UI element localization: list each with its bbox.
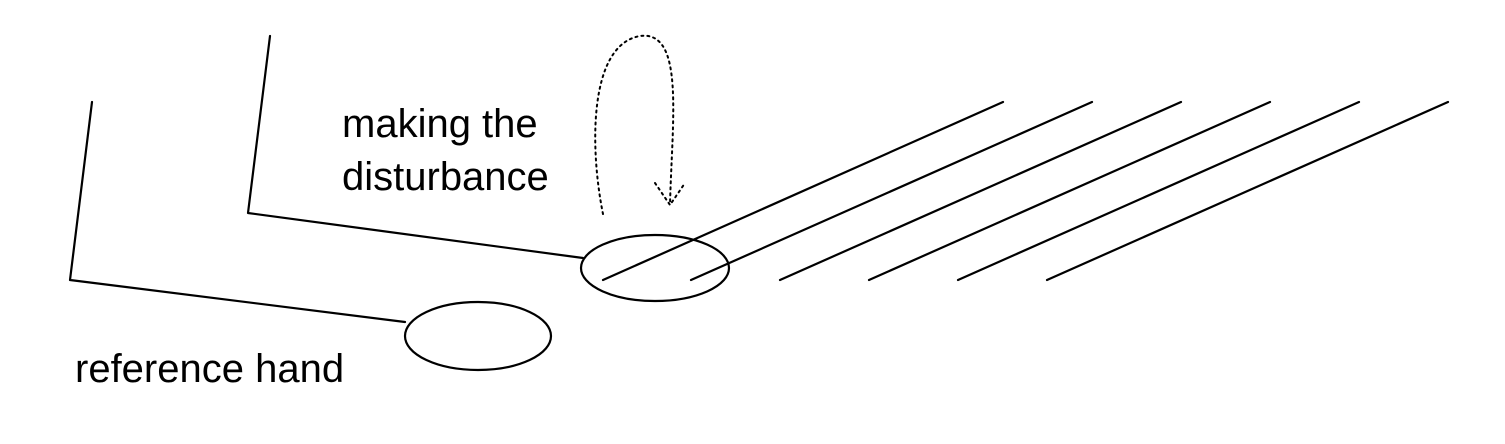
motion-arrow-head (654, 182, 686, 207)
wave-line (867, 100, 1272, 282)
disturbing-arm (246, 34, 585, 260)
disturbance-label-line2: disturbance (342, 155, 549, 199)
reference-label: reference hand (75, 347, 344, 391)
reference-arm (68, 100, 407, 324)
disturbing-hand (579, 233, 731, 303)
reference-hand (403, 300, 553, 372)
motion-arrow-path (594, 34, 675, 215)
wave-line (956, 100, 1361, 282)
wave-line (1045, 100, 1450, 282)
wave-line (689, 100, 1094, 282)
wave-line (778, 100, 1183, 282)
wave-line (601, 100, 1005, 282)
disturbance-label-line1: making the (342, 102, 538, 146)
